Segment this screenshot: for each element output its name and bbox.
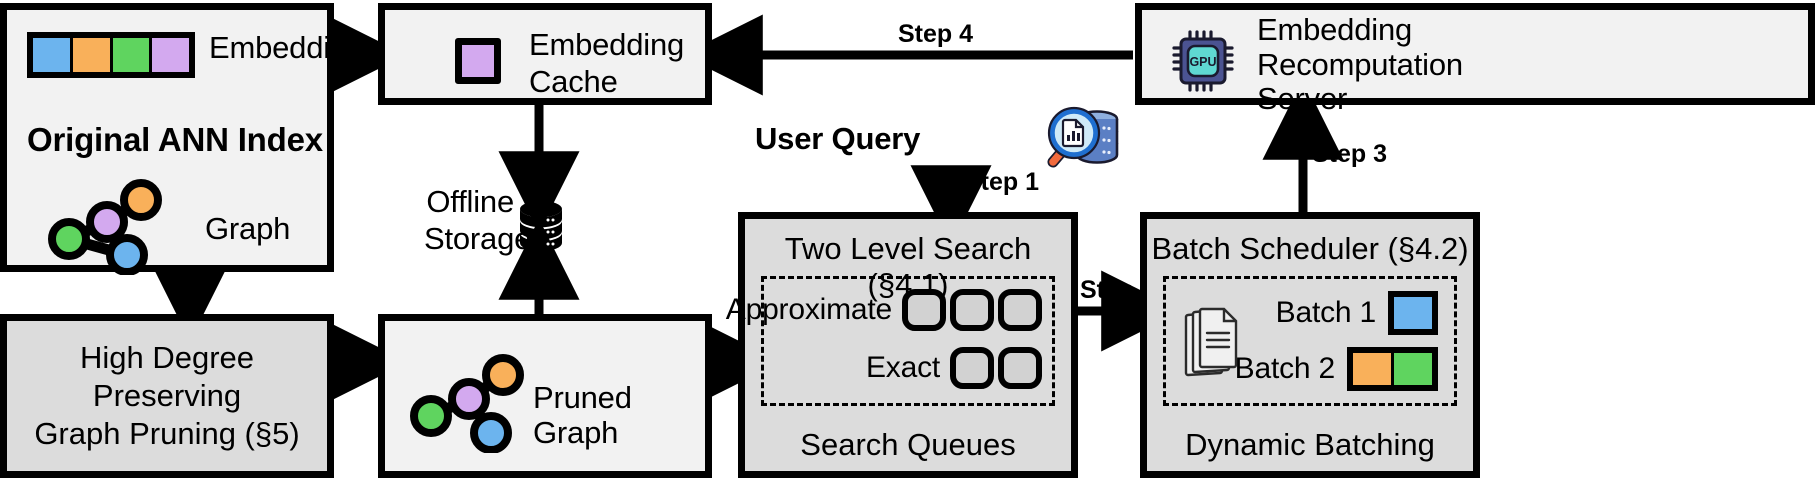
two-level-search-box: Two Level Search (§4.1) Approximate Exac… xyxy=(726,212,1078,478)
batch-chip-orange xyxy=(1353,353,1394,385)
approximate-queue-slots xyxy=(902,289,1042,331)
embedding-vector-strip xyxy=(27,32,195,78)
batch-scheduler-box: Batch Scheduler (§4.2) Batch 1 xyxy=(1140,212,1480,478)
original-ann-index-box: Embedding Original ANN Index Graph xyxy=(0,3,364,275)
batch-chip-green xyxy=(1394,353,1432,385)
pruned-graph-icon xyxy=(410,354,524,453)
svg-text:GPU: GPU xyxy=(1189,55,1216,69)
gpu-icon: GPU xyxy=(1172,30,1234,92)
search-queues-region: Approximate Exact xyxy=(726,276,1055,406)
user-query-label: User Query xyxy=(755,121,921,156)
search-queues-caption: Search Queues xyxy=(800,427,1016,462)
batch-1-chips xyxy=(1388,291,1438,335)
embedding-label: Embedding xyxy=(209,30,365,65)
batch-2-chips xyxy=(1347,347,1438,391)
pruned-graph-label: Pruned Graph xyxy=(533,380,632,450)
queue-slot xyxy=(950,289,994,331)
embedding-cache-chip xyxy=(455,38,501,84)
batch-chip-blue xyxy=(1394,297,1432,329)
embedding-cell-purple xyxy=(152,38,189,72)
queue-slot xyxy=(998,347,1042,389)
batch-1-label: Batch 1 xyxy=(1275,296,1377,330)
graph-icon xyxy=(48,179,162,275)
graph-pruning-label: High Degree Preserving Graph Pruning (§5… xyxy=(34,340,300,451)
dynamic-batching-region: Batch 1 Batch 2 xyxy=(1163,276,1457,406)
batch-scheduler-title: Batch Scheduler (§4.2) xyxy=(1151,231,1469,266)
embedding-cell-green xyxy=(112,38,153,72)
pruned-graph-box: Pruned Graph xyxy=(378,314,712,478)
embedding-cell-blue xyxy=(33,38,73,72)
graph-label: Graph xyxy=(205,211,291,246)
step-1-label: Step 1 xyxy=(964,168,1040,196)
offline-storage-label: Offline Storage xyxy=(424,184,532,257)
queue-slot xyxy=(998,289,1042,331)
queue-slot xyxy=(902,289,946,331)
step-3-label: Step 3 xyxy=(1312,140,1388,168)
original-ann-index-title: Original ANN Index xyxy=(27,121,323,158)
embedding-cache-label: Embedding Cache xyxy=(529,27,685,100)
recomputation-server-box: GPU Embedding Recomputation Server xyxy=(1135,3,1815,116)
exact-row-label: Exact xyxy=(865,351,940,385)
embedding-cache-box: Embedding Cache xyxy=(378,3,712,105)
queue-slot xyxy=(950,347,994,389)
query-search-database-icon xyxy=(1047,106,1119,168)
database-icon xyxy=(520,200,562,252)
step-4-label: Step 4 xyxy=(898,20,974,48)
approximate-row-label: Approximate xyxy=(725,293,892,327)
exact-queue-slots xyxy=(950,347,1042,389)
embedding-cell-orange xyxy=(72,38,113,72)
dynamic-batching-caption: Dynamic Batching xyxy=(1185,427,1435,462)
documents-icon xyxy=(1184,307,1238,377)
batch-2-label: Batch 2 xyxy=(1234,352,1336,386)
graph-pruning-box: High Degree Preserving Graph Pruning (§5… xyxy=(0,314,334,478)
recomputation-server-label: Embedding Recomputation Server xyxy=(1257,12,1463,117)
